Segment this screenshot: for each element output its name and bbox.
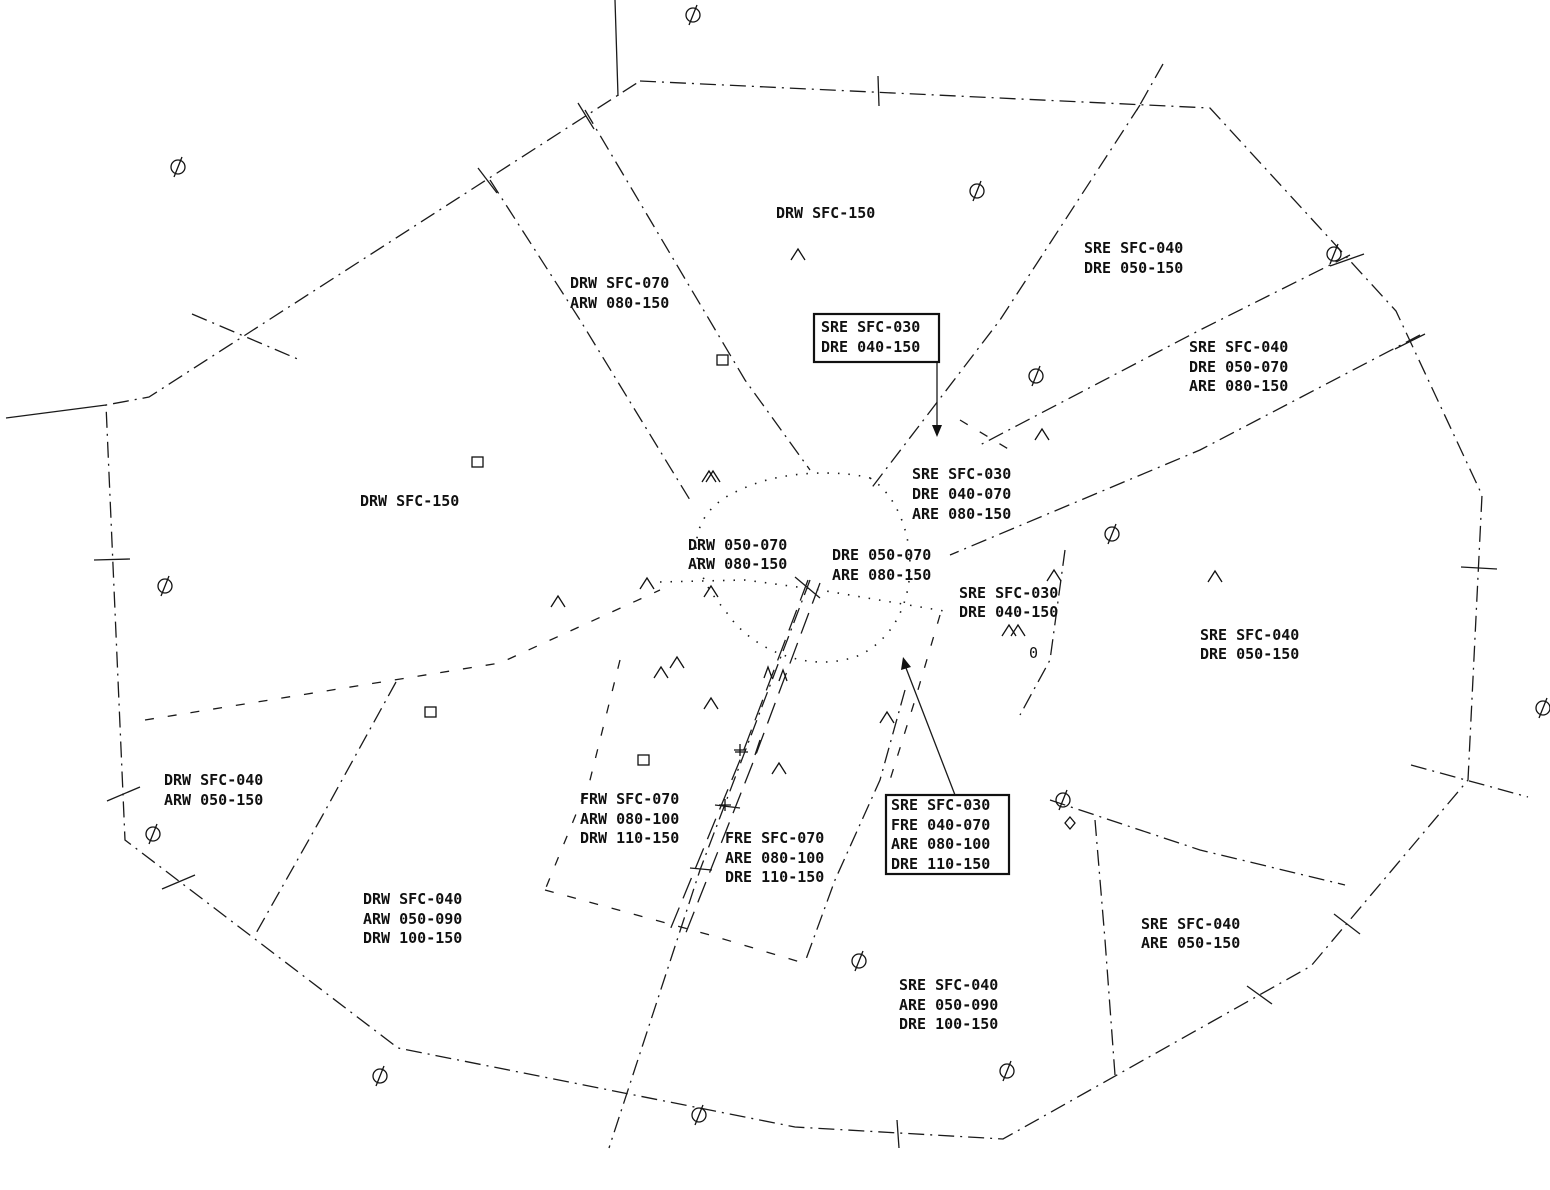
peak-icon <box>790 247 806 261</box>
map-symbols <box>145 4 1550 1126</box>
obstacle-icon <box>1104 523 1120 545</box>
building-icon <box>637 754 650 766</box>
isolated-glyph: 0 <box>1029 644 1038 662</box>
callout-south-line-3: ARE 080-100 <box>891 835 990 853</box>
peak-icon <box>1046 568 1062 582</box>
control-zone <box>659 472 951 663</box>
sector-label-ne-2-2: DRE 050-070 <box>1189 358 1288 376</box>
sector-label-s-runway-e-3: DRE 110-150 <box>725 868 824 886</box>
obstacle-icon <box>685 4 701 26</box>
sector-label-e-main-1: SRE SFC-040 <box>1200 626 1299 644</box>
sector-label-s-runway-e-2: ARE 080-100 <box>725 849 824 867</box>
peak-icon <box>771 761 787 775</box>
sector-label-c-right-2: ARE 080-150 <box>832 566 931 584</box>
peak-icon <box>879 710 895 724</box>
sector-label-sw-1-1: DRW SFC-040 <box>164 771 263 789</box>
peak-icon <box>703 584 719 598</box>
obstacle-icon <box>145 823 161 845</box>
sector-label-c-right-1: DRE 050-070 <box>832 546 931 564</box>
sector-label-n-top: DRW SFC-150 <box>776 204 875 222</box>
beacon-icon <box>1064 815 1076 831</box>
sector-label-s-main-2: ARE 050-090 <box>899 996 998 1014</box>
peak-icon <box>669 655 685 669</box>
sector-label-s-runway-w-2: ARW 080-100 <box>580 810 679 828</box>
callout-south-line-1: SRE SFC-030 <box>891 796 990 814</box>
peak-icon <box>639 576 655 590</box>
runway-cross-icon <box>734 744 746 756</box>
obstacle-icon <box>372 1065 388 1087</box>
peak-icon <box>1207 569 1223 583</box>
obstacle-icon <box>1028 365 1044 387</box>
sector-label-ne-inner-2: DRE 040-070 <box>912 485 1011 503</box>
peak-icon <box>653 665 669 679</box>
sector-label-sw-2-2: ARW 050-090 <box>363 910 462 928</box>
sector-label-s-runway-w-3: DRW 110-150 <box>580 829 679 847</box>
callout-north-line-1: SRE SFC-030 <box>821 318 920 336</box>
peak-icon <box>701 469 717 483</box>
sector-label-w-main: DRW SFC-150 <box>360 492 459 510</box>
obstacle-icon <box>969 180 985 202</box>
sector-label-s-main-1: SRE SFC-040 <box>899 976 998 994</box>
building-icon <box>424 706 437 718</box>
runway-cross-icon <box>719 799 731 811</box>
outer-boundary <box>5 0 1529 1149</box>
callout-north: SRE SFC-030 DRE 040-150 <box>812 312 941 364</box>
sector-label-se-1-2: ARE 050-150 <box>1141 934 1240 952</box>
sector-label-se-1-1: SRE SFC-040 <box>1141 915 1240 933</box>
sector-label-e-main-2: DRE 050-150 <box>1200 645 1299 663</box>
obstacle-icon <box>1535 697 1550 719</box>
sector-label-ne-inner-1: SRE SFC-030 <box>912 465 1011 483</box>
sector-label-sw-2-3: DRW 100-150 <box>363 929 462 947</box>
obstacle-icon <box>999 1060 1015 1082</box>
sector-labels: DRW SFC-150 DRW SFC-070 ARW 080-150 SRE … <box>164 204 1299 1033</box>
sector-label-e-inner-2: DRE 040-150 <box>959 603 1058 621</box>
peak-icon <box>703 696 719 710</box>
sector-label-ne-1-1: SRE SFC-040 <box>1084 239 1183 257</box>
sector-label-e-inner-1: SRE SFC-030 <box>959 584 1058 602</box>
runway-marker-icon <box>778 668 788 682</box>
peak-icon <box>1034 427 1050 441</box>
sector-label-s-runway-e-1: FRE SFC-070 <box>725 829 824 847</box>
obstacle-icon <box>1055 789 1071 811</box>
sector-label-nw-inner-2: ARW 080-150 <box>570 294 669 312</box>
peak-icon <box>1010 623 1026 637</box>
obstacle-icon <box>157 575 173 597</box>
sector-label-ne-inner-3: ARE 080-150 <box>912 505 1011 523</box>
building-icon <box>716 354 729 366</box>
callout-south-line-2: FRE 040-070 <box>891 816 990 834</box>
sector-label-ne-2-3: ARE 080-150 <box>1189 377 1288 395</box>
peak-icon <box>550 594 566 608</box>
runway-marker-icon <box>763 665 773 679</box>
sector-label-c-left-2: ARW 080-150 <box>688 555 787 573</box>
sector-label-sw-2-1: DRW SFC-040 <box>363 890 462 908</box>
sector-label-sw-1-2: ARW 050-150 <box>164 791 263 809</box>
sector-label-ne-2-1: SRE SFC-040 <box>1189 338 1288 356</box>
obstacle-icon <box>851 950 867 972</box>
callout-south-line-4: DRE 110-150 <box>891 855 990 873</box>
obstacle-icon <box>170 156 186 178</box>
sector-label-nw-inner-1: DRW SFC-070 <box>570 274 669 292</box>
obstacle-icon <box>1326 243 1342 265</box>
sector-lines <box>144 104 1421 1149</box>
callout-north-line-2: DRE 040-150 <box>821 338 920 356</box>
building-icon <box>471 456 484 468</box>
runway <box>669 576 821 936</box>
sector-label-ne-1-2: DRE 050-150 <box>1084 259 1183 277</box>
sector-label-s-main-3: DRE 100-150 <box>899 1015 998 1033</box>
sector-label-s-runway-w-1: FRW SFC-070 <box>580 790 679 808</box>
callout-south: SRE SFC-030 FRE 040-070 ARE 080-100 DRE … <box>884 793 1011 876</box>
peak-icon <box>705 469 721 483</box>
sector-label-c-left-1: DRW 050-070 <box>688 536 787 554</box>
obstacle-icon <box>691 1104 707 1126</box>
callout-leaders <box>901 362 956 796</box>
